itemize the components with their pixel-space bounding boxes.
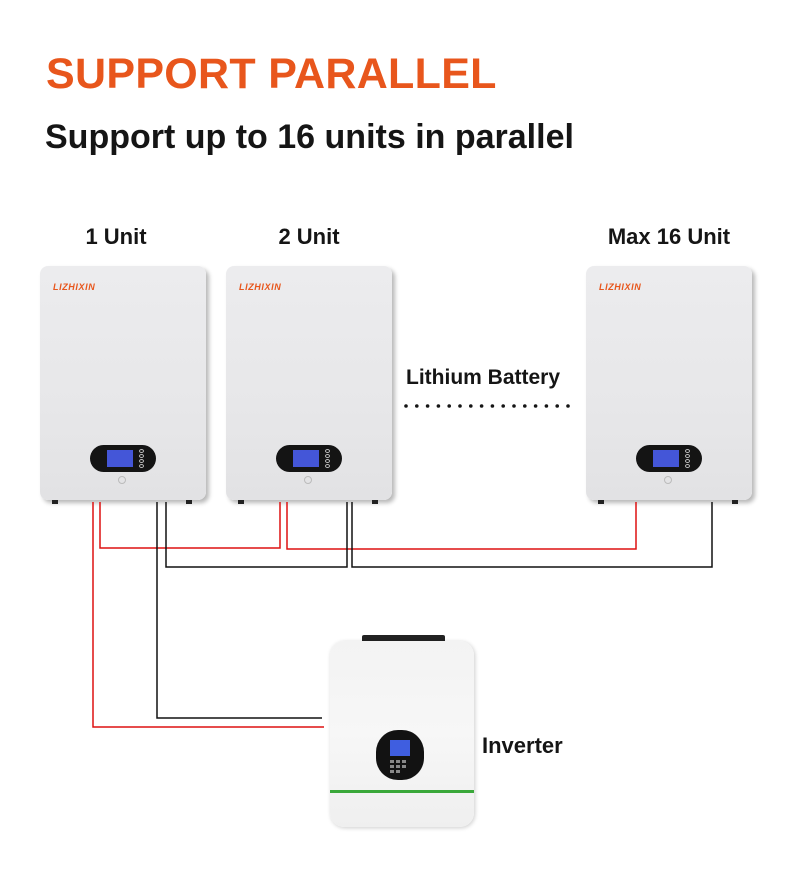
battery-display	[90, 445, 156, 472]
lithium-battery-label: Lithium Battery	[406, 366, 561, 389]
ellipsis-dot	[436, 404, 441, 408]
brand-logo: LIZHIXIN	[239, 282, 282, 292]
mount-foot	[186, 500, 192, 504]
power-button-icon	[664, 476, 672, 484]
negative-wire-unit2-to-max	[351, 502, 713, 568]
positive-wire-unit1-to-unit2	[99, 502, 281, 549]
ellipsis-dot	[533, 404, 538, 408]
positive-wire-unit2-to-max	[286, 502, 637, 550]
inverter-keypad	[390, 760, 410, 773]
inverter-lcd-screen	[390, 740, 410, 756]
mount-foot	[238, 500, 244, 504]
mount-foot	[598, 500, 604, 504]
inverter	[330, 641, 474, 827]
ellipsis-dot	[523, 404, 527, 408]
ellipsis-dot	[490, 404, 495, 408]
ellipsis-dot	[555, 404, 559, 408]
battery-display	[636, 445, 702, 472]
ellipsis-dot	[566, 404, 570, 408]
inverter-display	[376, 730, 424, 780]
lcd-screen	[107, 450, 133, 467]
ellipsis-dot	[512, 404, 516, 408]
ellipsis-dot	[415, 404, 419, 408]
power-button-icon	[118, 476, 126, 484]
inverter-handle	[362, 635, 445, 642]
unit-label-max: Max 16 Unit	[607, 224, 731, 249]
page-subtitle: Support up to 16 units in parallel	[45, 118, 574, 156]
battery-unit-1: LIZHIXIN	[40, 266, 206, 504]
power-button-icon	[304, 476, 312, 484]
inverter-label: Inverter	[482, 733, 563, 758]
battery-display	[276, 445, 342, 472]
mount-foot	[52, 500, 58, 504]
ellipsis-dot	[458, 404, 462, 408]
page-title: SUPPORT PARALLEL	[46, 50, 497, 98]
battery-unit-2: LIZHIXIN	[226, 266, 392, 504]
ellipsis-dot	[479, 404, 484, 408]
mount-foot	[372, 500, 378, 504]
ellipsis-dot	[469, 404, 473, 408]
display-buttons	[685, 449, 690, 468]
mount-foot	[732, 500, 738, 504]
ellipsis-dot	[404, 404, 408, 408]
ellipsis-dots	[404, 404, 570, 408]
lcd-screen	[293, 450, 319, 467]
inverter-green-stripe	[330, 790, 474, 793]
positive-wire-unit1-to-inverter	[92, 502, 324, 728]
ellipsis-dot	[447, 404, 451, 408]
battery-unit-max: LIZHIXIN	[586, 266, 752, 504]
display-buttons	[325, 449, 330, 468]
display-buttons	[139, 449, 144, 468]
ellipsis-dot	[425, 404, 430, 408]
negative-wire-unit1-to-inverter	[156, 502, 322, 719]
brand-logo: LIZHIXIN	[53, 282, 96, 292]
ellipsis-dot	[544, 404, 549, 408]
negative-wire-unit1-to-unit2	[165, 502, 348, 568]
ellipsis-dot	[501, 404, 505, 408]
unit-label-2: 2 Unit	[278, 224, 340, 249]
lcd-screen	[653, 450, 679, 467]
brand-logo: LIZHIXIN	[599, 282, 642, 292]
unit-label-1: 1 Unit	[85, 224, 147, 249]
